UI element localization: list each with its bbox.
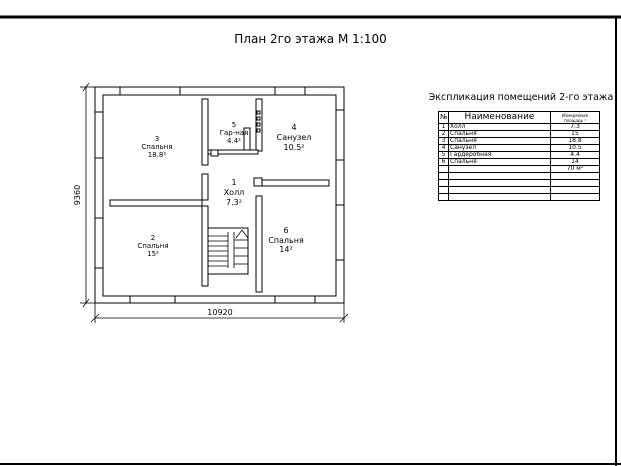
room-3-label: 3 Спальня 18.8² <box>141 135 172 159</box>
svg-text:Спальня: Спальня <box>141 143 172 151</box>
svg-text:1: 1 <box>231 178 236 187</box>
svg-text:2: 2 <box>151 234 155 242</box>
svg-text:5: 5 <box>232 121 236 129</box>
header-name: Наименование <box>448 111 551 124</box>
table-empty-row <box>438 172 600 180</box>
table-row: 2 Спальня 15 <box>438 130 600 138</box>
svg-text:6: 6 <box>283 226 288 235</box>
svg-text:3: 3 <box>155 135 159 143</box>
svg-text:4.4²: 4.4² <box>227 137 241 145</box>
table-row: 5 Гардеробная 4.4 <box>438 151 600 159</box>
svg-text:10.5²: 10.5² <box>283 143 304 152</box>
svg-text:15²: 15² <box>147 250 159 258</box>
header-no: № <box>438 111 449 124</box>
plan-title: План 2го этажа М 1:100 <box>234 32 387 46</box>
svg-text:Гар-ная: Гар-ная <box>220 129 249 137</box>
table-total: 70 м² <box>550 165 600 173</box>
room-5-label: 5 Гар-ная 4.4² <box>220 121 249 145</box>
svg-text:Спальня: Спальня <box>137 242 168 250</box>
room-6-label: 6 Спальня 14² <box>268 226 304 254</box>
svg-text:Спальня: Спальня <box>268 236 304 245</box>
table-title: Экспликация помещений 2-го этажа <box>428 92 614 103</box>
table-row: 3 Спальня 18.8 <box>438 137 600 145</box>
rooms-schedule-table: № Наименование Измеряемая площадь ² 1 Хо… <box>438 111 600 201</box>
svg-text:7.3²: 7.3² <box>226 198 242 207</box>
table-total-row: 70 м² <box>438 165 600 173</box>
walls <box>94 86 345 304</box>
svg-text:14²: 14² <box>279 245 292 254</box>
table-row: 1 Холл 7.3 <box>438 123 600 131</box>
room-1-label: 1 Холл 7.3² <box>224 178 245 207</box>
dimension-width: 10920 <box>207 308 232 317</box>
svg-text:Санузел: Санузел <box>277 133 312 142</box>
table-row: 6 Спальня 14 <box>438 158 600 166</box>
staircase <box>208 229 249 268</box>
table-empty-row <box>438 179 600 187</box>
table-empty-row <box>438 186 600 194</box>
svg-text:18.8²: 18.8² <box>148 151 167 159</box>
room-2-label: 2 Спальня 15² <box>137 234 168 258</box>
header-area: Измеряемая площадь ² <box>550 111 600 124</box>
table-header-row: № Наименование Измеряемая площадь ² <box>438 111 600 124</box>
windows <box>94 86 345 304</box>
svg-text:Холл: Холл <box>224 188 245 197</box>
svg-text:4: 4 <box>291 123 296 132</box>
room-4-label: 4 Санузел 10.5² <box>277 123 312 152</box>
dimension-height: 9360 <box>73 185 82 205</box>
table-empty-row <box>438 193 600 201</box>
table-row: 4 Санузел 10.5 <box>438 144 600 152</box>
dimension-lines <box>80 82 349 323</box>
